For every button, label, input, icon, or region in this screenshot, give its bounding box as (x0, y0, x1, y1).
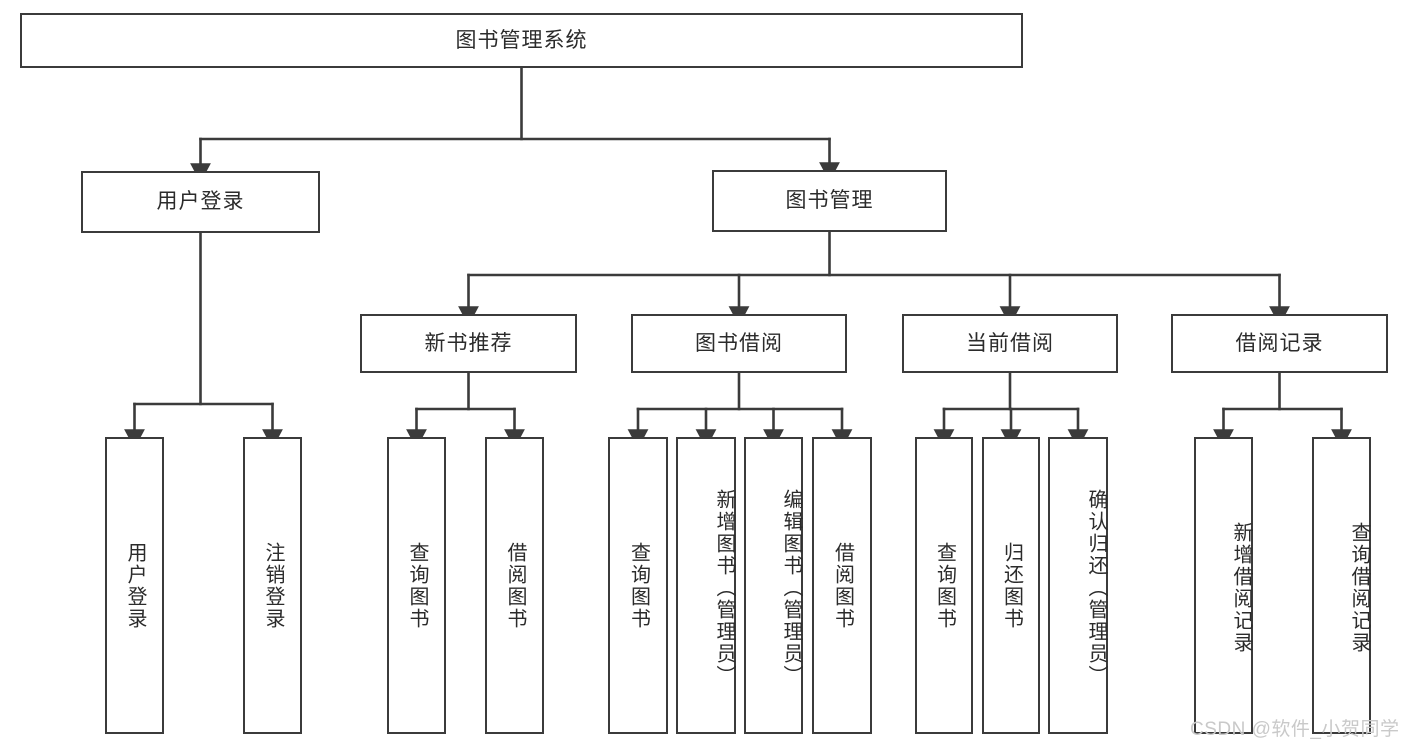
node-login[interactable]: 用户登录 (81, 171, 320, 233)
node-label: 用户登录 (124, 541, 146, 630)
node-label: 查询图书 (933, 541, 956, 630)
node-label: 新增借阅记录 (1230, 521, 1252, 654)
node-borrow[interactable]: 图书借阅 (631, 314, 847, 373)
node-l-logout[interactable]: 注销登录 (243, 437, 302, 734)
node-l-return[interactable]: 归还图书 (982, 437, 1040, 734)
node-label: 图书管理系统 (455, 28, 588, 52)
node-label: 新增图书（管理员） (713, 488, 735, 687)
node-l-edit[interactable]: 编辑图书（管理员） (744, 437, 803, 734)
node-label: 图书管理 (785, 189, 874, 213)
node-label: 当前借阅 (966, 331, 1054, 355)
node-l-confirm[interactable]: 确认归还（管理员） (1048, 437, 1108, 734)
node-label: 查询图书 (406, 541, 428, 630)
node-label: 编辑图书（管理员） (780, 488, 802, 687)
node-label: 用户登录 (156, 190, 245, 214)
node-l-qrec[interactable]: 查询借阅记录 (1312, 437, 1371, 734)
node-label: 借阅图书 (504, 541, 526, 630)
node-l-q2[interactable]: 查询图书 (608, 437, 668, 734)
node-l-q3[interactable]: 查询图书 (915, 437, 973, 734)
node-label: 借阅记录 (1235, 331, 1324, 355)
node-root[interactable]: 图书管理系统 (20, 13, 1023, 68)
node-l-login[interactable]: 用户登录 (105, 437, 164, 734)
node-l-q1[interactable]: 查询图书 (387, 437, 446, 734)
node-l-add[interactable]: 新增图书（管理员） (676, 437, 736, 734)
node-l-addrec[interactable]: 新增借阅记录 (1194, 437, 1253, 734)
node-label: 注销登录 (262, 541, 284, 630)
node-newrec[interactable]: 新书推荐 (360, 314, 577, 373)
node-current[interactable]: 当前借阅 (902, 314, 1118, 373)
node-label: 新书推荐 (424, 331, 513, 355)
csdn-watermark: CSDN @软件_小贺同学 (1190, 719, 1400, 740)
node-label: 图书借阅 (695, 331, 783, 355)
node-label: 查询借阅记录 (1348, 521, 1370, 654)
node-bookmgmt[interactable]: 图书管理 (712, 170, 947, 232)
node-label: 确认归还（管理员） (1085, 488, 1107, 687)
node-records[interactable]: 借阅记录 (1171, 314, 1388, 373)
node-label: 归还图书 (1000, 541, 1023, 630)
node-l-b1[interactable]: 借阅图书 (485, 437, 544, 734)
node-label: 查询图书 (627, 541, 650, 630)
node-label: 借阅图书 (831, 541, 854, 630)
node-l-b2[interactable]: 借阅图书 (812, 437, 872, 734)
